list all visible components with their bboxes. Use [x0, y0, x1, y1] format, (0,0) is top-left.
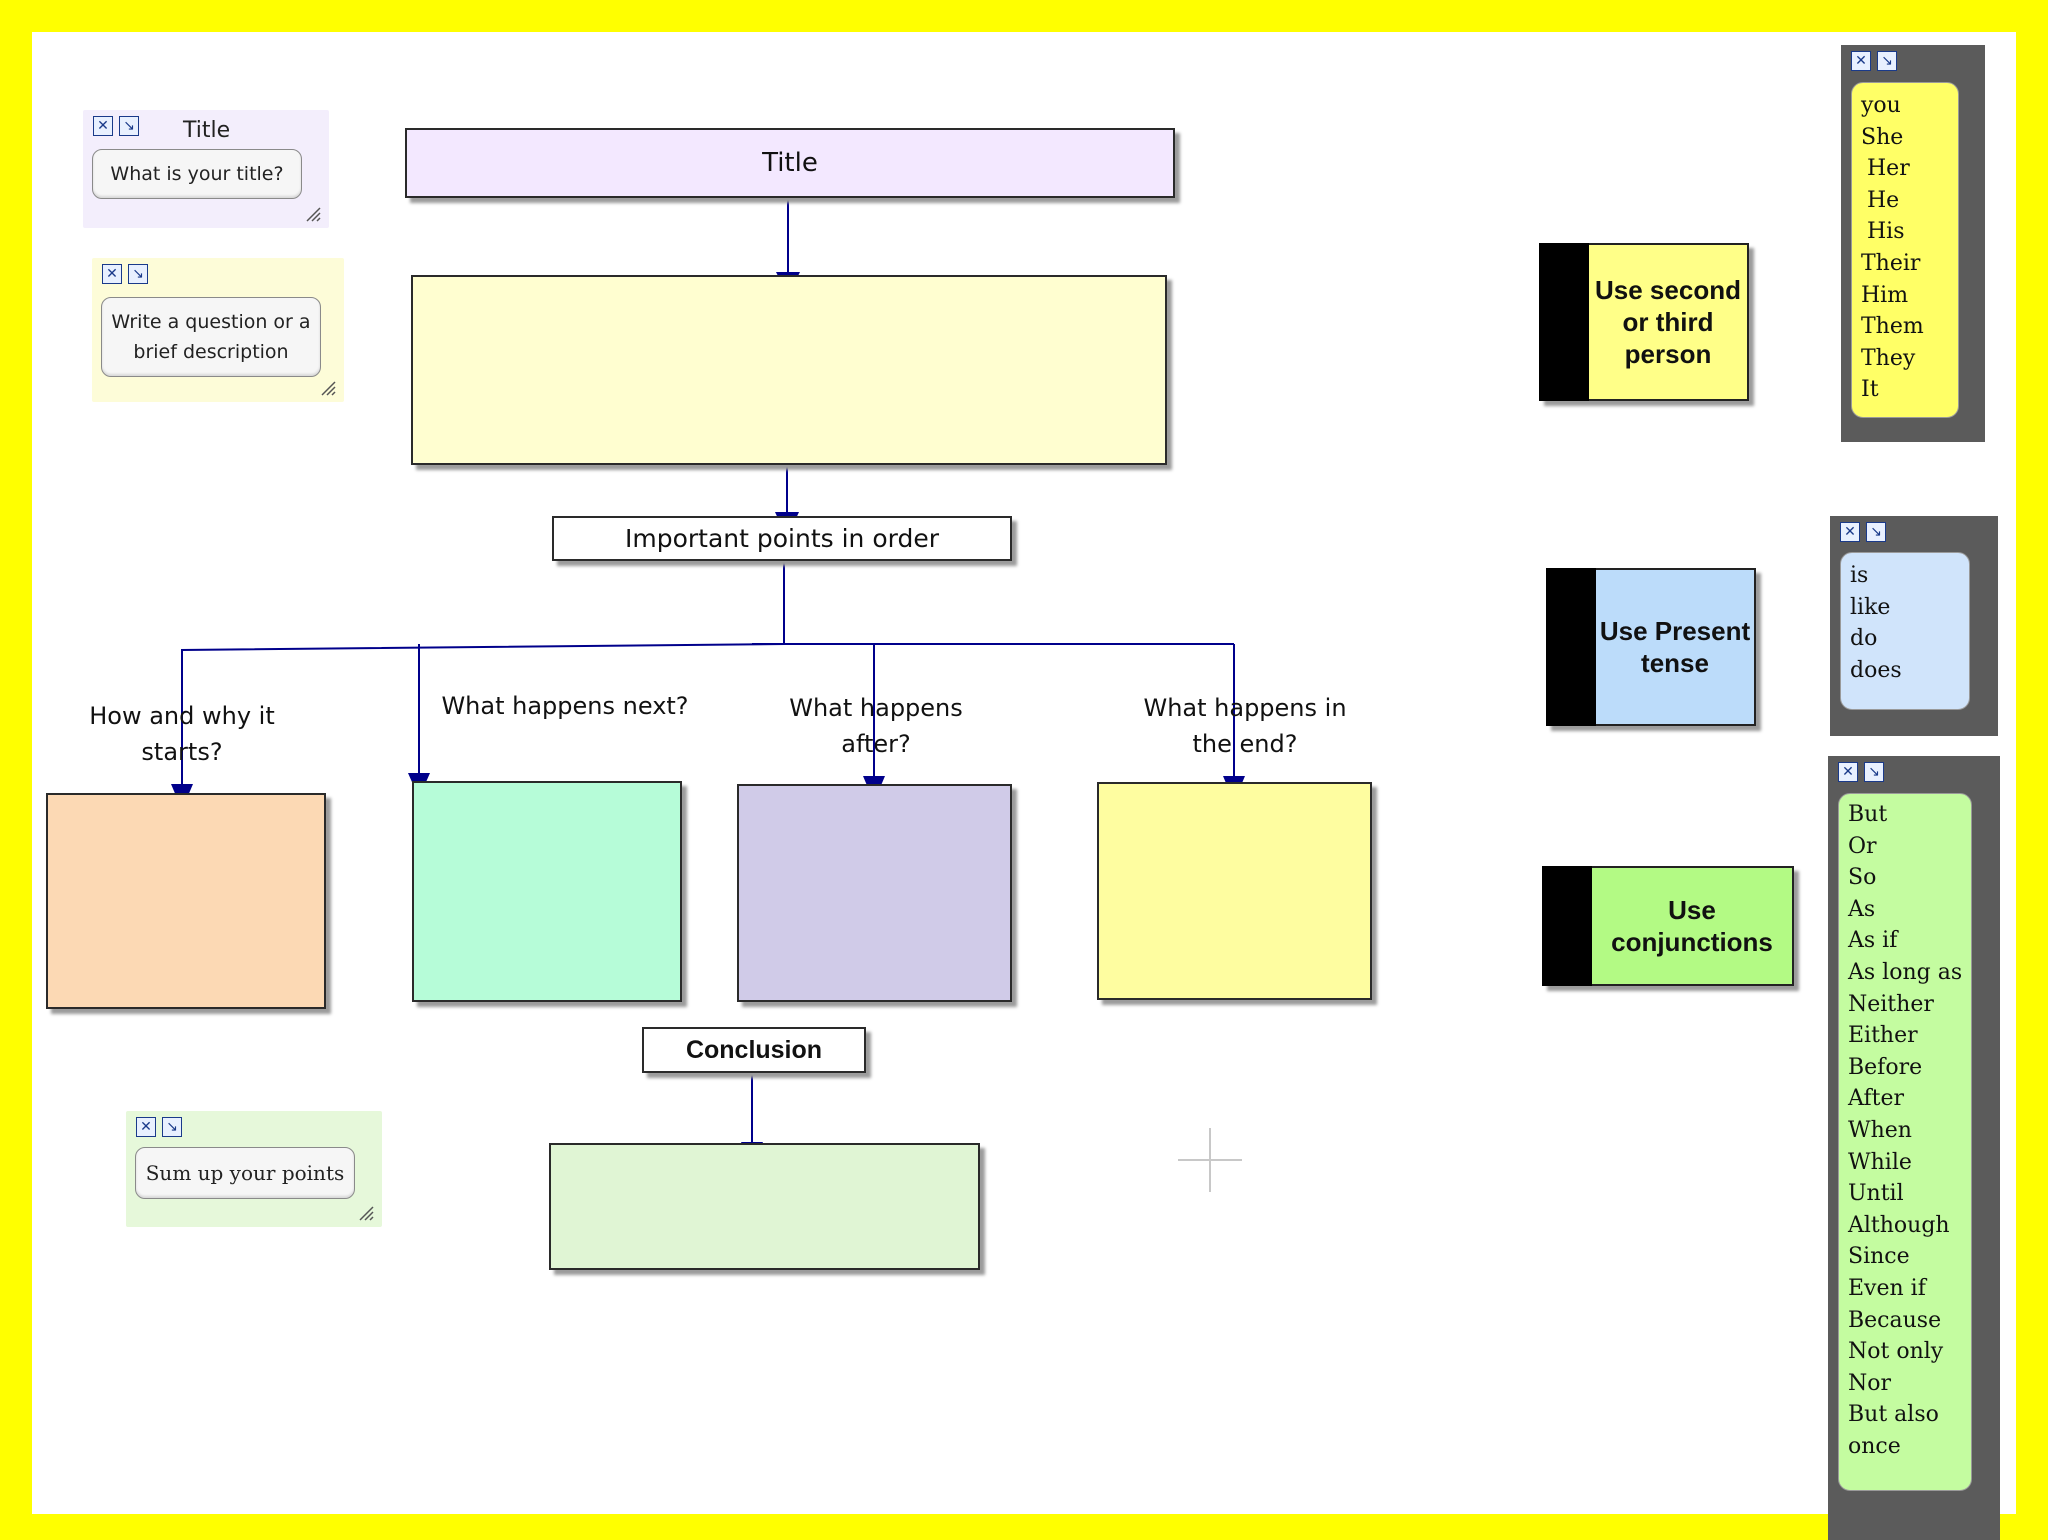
close-icon[interactable]: ✕	[1838, 762, 1858, 782]
conjunctions-panel[interactable]: ✕ ↘ But Or So As As if As long as Neithe…	[1828, 756, 2000, 1540]
next-box[interactable]	[412, 781, 682, 1002]
close-icon[interactable]: ✕	[102, 264, 122, 284]
starts-box[interactable]	[46, 793, 326, 1009]
word-item[interactable]: When	[1848, 1117, 1912, 1143]
title-note-prompt: What is your title?	[92, 149, 302, 199]
pronouns-list: you She Her He His Their Him Them They I…	[1861, 90, 1924, 406]
canvas[interactable]: Title Important points in order How and …	[32, 32, 2016, 1540]
expand-icon[interactable]: ↘	[1877, 51, 1897, 71]
end-box[interactable]	[1097, 782, 1372, 1000]
word-item[interactable]: As	[1848, 896, 1876, 922]
after-box[interactable]	[737, 784, 1012, 1002]
word-item[interactable]: It	[1861, 377, 1879, 403]
description-box[interactable]	[411, 275, 1167, 465]
word-item[interactable]: do	[1850, 626, 1878, 652]
word-item[interactable]: does	[1850, 657, 1902, 683]
question-label-end: What happens in the end?	[1143, 694, 1347, 758]
important-points-box[interactable]: Important points in order	[552, 516, 1012, 561]
word-item[interactable]: Since	[1848, 1244, 1910, 1270]
word-item[interactable]: Them	[1861, 314, 1924, 340]
expand-icon[interactable]: ↘	[128, 264, 148, 284]
conclusion-box[interactable]: Conclusion	[642, 1027, 866, 1073]
word-item[interactable]: Or	[1848, 833, 1877, 859]
pronouns-panel[interactable]: ✕ ↘ you She Her He His Their Him Them Th…	[1841, 45, 1985, 442]
word-item[interactable]: But also	[1848, 1402, 1939, 1428]
sum-note[interactable]: ✕ ↘ Sum up your points	[126, 1111, 382, 1227]
title-note-heading: Title	[183, 118, 231, 143]
rule-person-bar	[1539, 243, 1589, 401]
rule-person[interactable]: Use second or third person	[1539, 243, 1749, 401]
expand-icon[interactable]: ↘	[1866, 522, 1886, 542]
conjunctions-list-box	[1838, 793, 1972, 1491]
word-item[interactable]: His	[1867, 219, 1905, 245]
rule-conjunctions-label: Use conjunctions	[1592, 866, 1794, 986]
conclusion-content-box[interactable]	[549, 1143, 980, 1270]
close-icon[interactable]: ✕	[1840, 522, 1860, 542]
word-item[interactable]: While	[1848, 1149, 1912, 1175]
resize-grip-icon[interactable]	[303, 204, 321, 222]
question-label-starts: How and why it starts?	[89, 702, 275, 766]
word-item[interactable]: Not only	[1848, 1339, 1944, 1365]
word-item[interactable]: Her	[1867, 156, 1910, 182]
resize-grip-icon[interactable]	[356, 1203, 374, 1221]
word-item[interactable]: As long as	[1848, 959, 1963, 985]
question-label-next: What happens next?	[441, 692, 689, 720]
conjunctions-list: But Or So As As if As long as Neither Ei…	[1848, 799, 1962, 1462]
rule-tense-bar	[1546, 568, 1596, 726]
expand-icon[interactable]: ↘	[162, 1117, 182, 1137]
verbs-list-box	[1840, 552, 1970, 710]
word-item[interactable]: They	[1861, 345, 1916, 371]
word-item[interactable]: After	[1848, 1086, 1905, 1112]
word-item[interactable]: But	[1848, 802, 1888, 827]
verbs-panel[interactable]: ✕ ↘ is like do does	[1830, 516, 1998, 736]
word-item[interactable]: you	[1861, 93, 1901, 118]
resize-grip-icon[interactable]	[318, 378, 336, 396]
word-item[interactable]: Their	[1861, 250, 1921, 276]
word-item[interactable]: Either	[1848, 1023, 1918, 1049]
word-item[interactable]: She	[1861, 124, 1904, 150]
pronouns-list-box	[1851, 82, 1959, 418]
sum-note-prompt: Sum up your points	[135, 1147, 355, 1199]
word-item[interactable]: is	[1850, 563, 1869, 588]
word-item[interactable]: As if	[1848, 928, 1898, 954]
word-item[interactable]: Although	[1848, 1212, 1950, 1238]
word-item[interactable]: Even if	[1848, 1275, 1926, 1301]
word-item[interactable]: So	[1848, 865, 1877, 891]
expand-icon[interactable]: ↘	[1864, 762, 1884, 782]
rule-person-label: Use second or third person	[1589, 243, 1749, 401]
word-item[interactable]: like	[1850, 594, 1891, 620]
word-item[interactable]: once	[1848, 1433, 1901, 1459]
rule-conjunctions[interactable]: Use conjunctions	[1542, 866, 1794, 986]
word-item[interactable]: He	[1867, 187, 1900, 213]
word-item[interactable]: Neither	[1848, 991, 1934, 1017]
rule-tense-label: Use Present tense	[1596, 568, 1756, 726]
verbs-list: is like do does	[1850, 560, 1902, 686]
word-item[interactable]: Before	[1848, 1054, 1923, 1080]
rule-conjunctions-bar	[1542, 866, 1592, 986]
word-item[interactable]: Nor	[1848, 1370, 1892, 1396]
word-item[interactable]: Because	[1848, 1307, 1942, 1333]
rule-tense[interactable]: Use Present tense	[1546, 568, 1756, 726]
title-box[interactable]: Title	[405, 128, 1175, 198]
close-icon[interactable]: ✕	[1851, 51, 1871, 71]
description-note[interactable]: ✕ ↘ Write a question or a brief descript…	[92, 258, 344, 402]
title-note[interactable]: ✕ ↘ Title What is your title?	[83, 110, 329, 228]
expand-icon[interactable]: ↘	[119, 116, 139, 136]
word-item[interactable]: Until	[1848, 1181, 1904, 1207]
question-label-after: What happens after?	[789, 694, 963, 758]
word-item[interactable]: Him	[1861, 282, 1909, 308]
close-icon[interactable]: ✕	[136, 1117, 156, 1137]
description-note-prompt: Write a question or a brief description	[101, 297, 321, 377]
close-icon[interactable]: ✕	[93, 116, 113, 136]
